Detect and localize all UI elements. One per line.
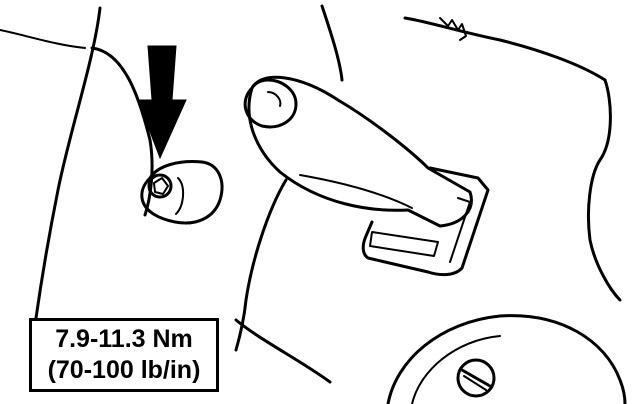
key-slot-edge	[463, 375, 487, 391]
retaining-clip	[439, 17, 467, 41]
upper-cover-arc	[320, 4, 344, 82]
bracket-inner-edge	[449, 197, 471, 263]
lever-knob-highlight	[267, 91, 282, 107]
key-slot	[460, 368, 492, 388]
lever-knob-end	[243, 78, 298, 129]
left-shroud-inner-edge	[0, 29, 86, 49]
torque-imperial-value: (70-100 lb/in)	[47, 356, 201, 384]
lever-body	[247, 75, 473, 228]
arrow-down-icon	[137, 45, 187, 160]
bracket-slot	[369, 231, 439, 257]
lever-bracket	[361, 166, 490, 277]
ignition-housing-inner	[411, 335, 501, 404]
lower-cover-curve	[234, 318, 332, 384]
lock-cylinder	[456, 358, 496, 398]
screw-recess	[153, 177, 169, 195]
screw-boss-shading	[175, 177, 184, 215]
column-housing-curve	[90, 46, 154, 217]
left-shroud-edge	[34, 6, 102, 320]
torque-metric-value: 7.9-11.3 Nm	[55, 325, 193, 353]
screw-boss	[140, 160, 224, 225]
lower-shroud-edge	[234, 178, 288, 352]
lever-taper-line	[299, 174, 413, 209]
right-panel-edge	[587, 78, 622, 302]
torque-spec-callout: 7.9-11.3 Nm (70-100 lb/in)	[29, 318, 219, 392]
ignition-housing	[386, 314, 627, 404]
dashboard-upper-edge	[403, 16, 607, 82]
screw-head	[147, 173, 173, 199]
